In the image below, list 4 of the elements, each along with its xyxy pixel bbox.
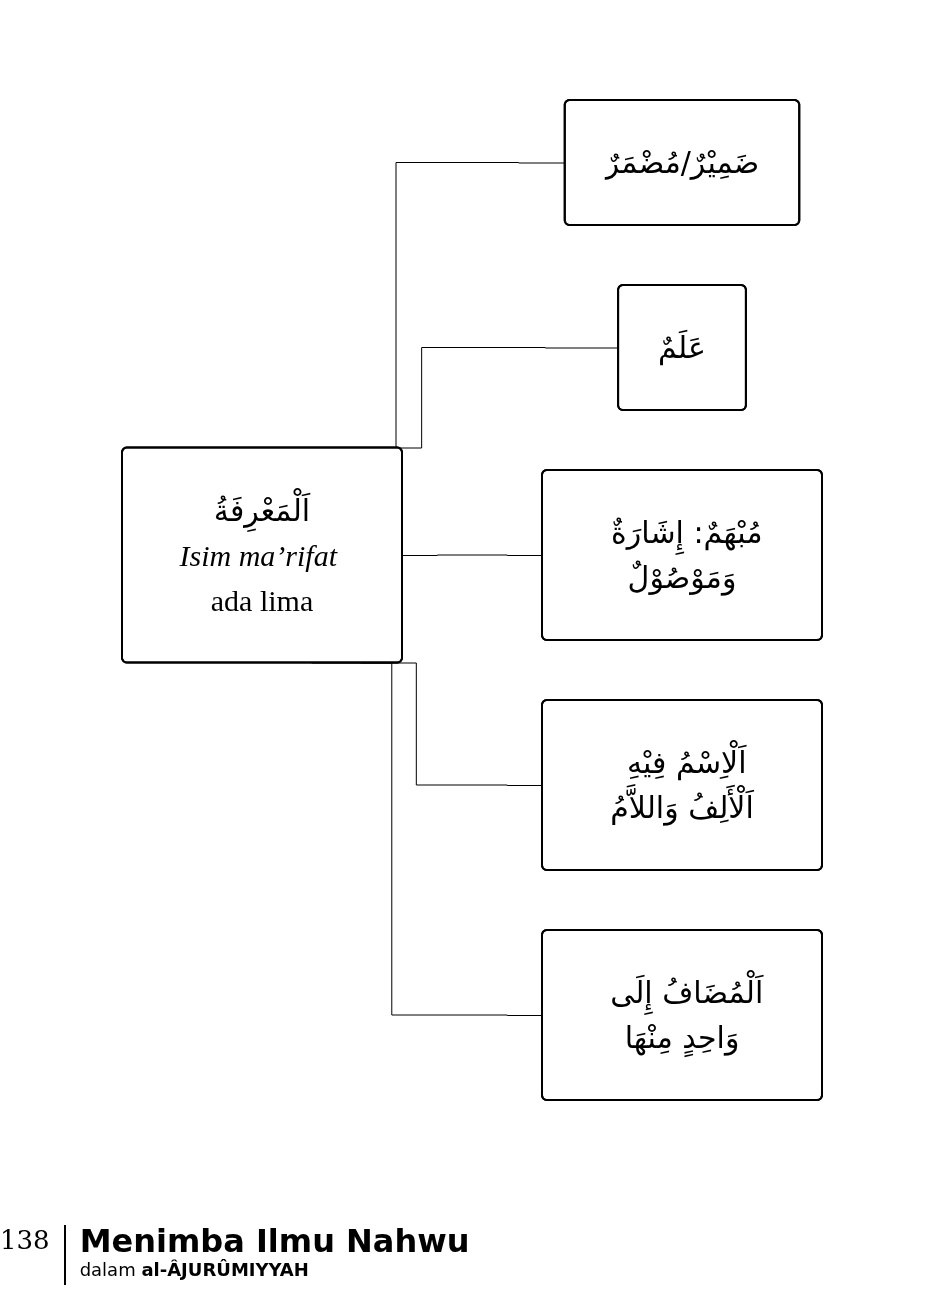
page-number: 138: [0, 1225, 66, 1285]
book-subtitle: dalam al-ÂJURÛMIYYAH: [79, 1258, 310, 1280]
book-title: Menimba Ilmu Nahwu: [79, 1225, 470, 1259]
node-text: مُبْهَمٌ: إِشَارَةٌ وَمَوْصُوْلٌ: [610, 515, 762, 595]
